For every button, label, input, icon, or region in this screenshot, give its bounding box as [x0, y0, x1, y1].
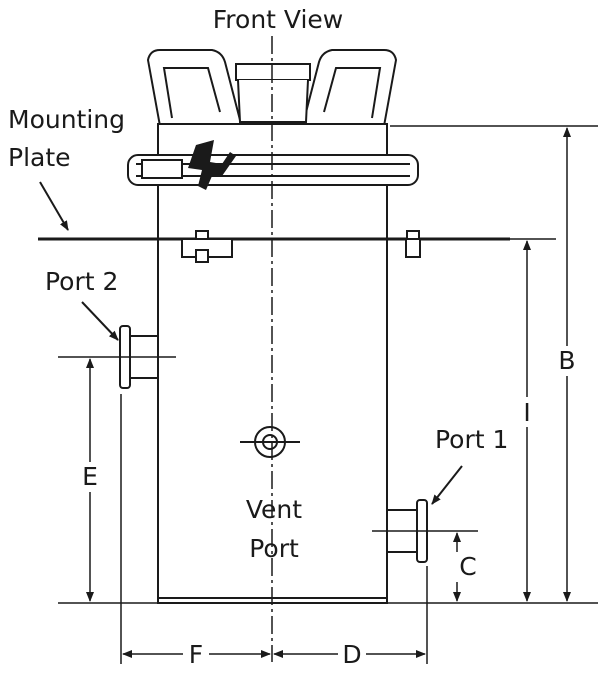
- dim-D-label: D: [342, 640, 361, 669]
- mounting-plate-label-line1: Mounting: [8, 105, 125, 134]
- clamp-latch: [141, 159, 183, 179]
- right-handle: [303, 49, 398, 127]
- dim-E-label: E: [82, 462, 98, 491]
- dim-B-label: B: [558, 346, 575, 375]
- top-cap-lower: [237, 79, 309, 123]
- left-handle: [146, 49, 241, 127]
- left-handle-inner: [162, 67, 221, 119]
- right-handle-inner: [323, 67, 382, 119]
- mounting-bolt-left: [181, 230, 233, 263]
- top-cap-upper: [235, 63, 311, 81]
- mounting-bolt-right: [405, 230, 421, 258]
- port-1-leader: [431, 465, 463, 505]
- dim-C-label: C: [459, 552, 476, 581]
- vent-port-label-line1: Vent: [246, 495, 302, 524]
- port-1-label: Port 1: [435, 425, 508, 454]
- dim-I-label: I: [523, 398, 530, 427]
- wing-nut: [188, 140, 236, 190]
- mounting-plate-label-line2: Plate: [8, 143, 71, 172]
- dim-F-label: F: [189, 640, 203, 669]
- mounting-plate-leader: [39, 181, 69, 231]
- port-2-label: Port 2: [45, 267, 118, 296]
- vent-port-label-line2: Port: [249, 534, 299, 563]
- port-2-leader: [81, 301, 119, 341]
- diagram-title: Front View: [213, 5, 344, 34]
